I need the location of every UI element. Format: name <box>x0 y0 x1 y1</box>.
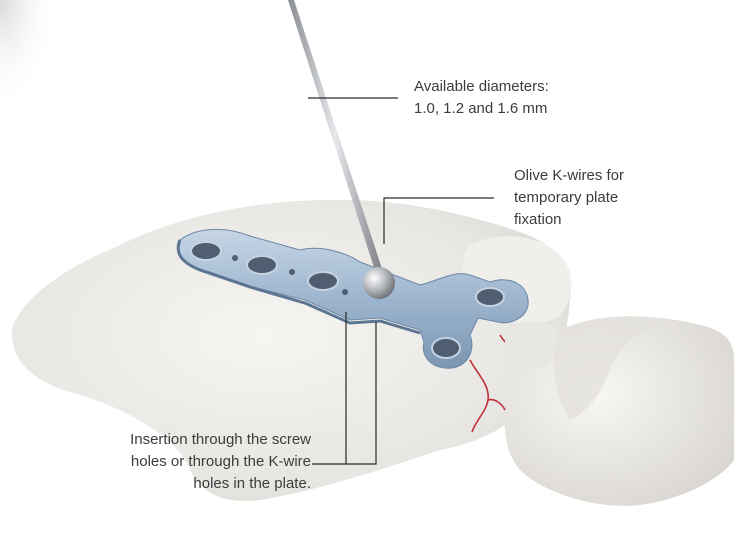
callout-olive-kwires: Olive K-wires for temporary plate fixati… <box>514 165 624 231</box>
callout-insertion-line1: Insertion through the screw <box>128 429 311 451</box>
callout-insertion: Insertion through the screw holes or thr… <box>128 429 311 495</box>
callout-olive-line1: Olive K-wires for <box>514 165 624 187</box>
callout-olive-line2: temporary plate <box>514 187 624 209</box>
callout-diameters-line2: 1.0, 1.2 and 1.6 mm <box>414 98 549 120</box>
corner-shade <box>0 0 60 110</box>
callout-olive-line3: fixation <box>514 209 624 231</box>
callout-diameters: Available diameters: 1.0, 1.2 and 1.6 mm <box>414 76 549 120</box>
callout-insertion-line3: holes in the plate. <box>128 473 311 495</box>
callout-diameters-line1: Available diameters: <box>414 76 549 98</box>
callout-insertion-line2: holes or through the K-wire <box>128 451 311 473</box>
